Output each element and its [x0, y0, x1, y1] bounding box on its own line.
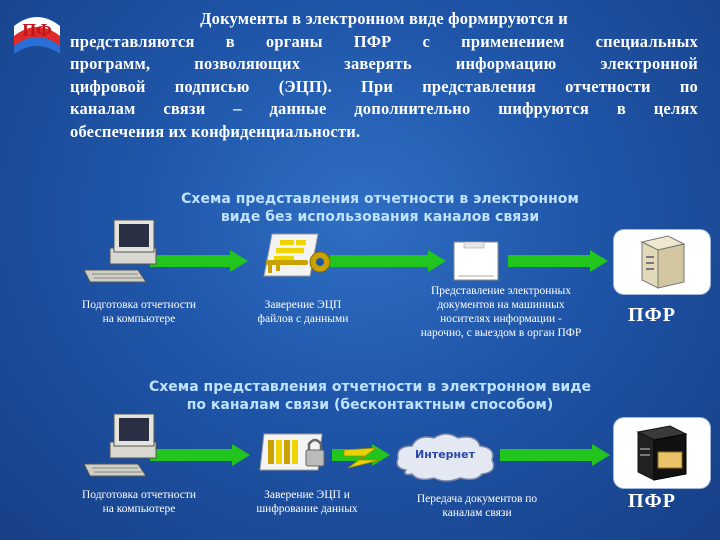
- scheme2-title-line: по каналам связи (бесконтактным способом…: [186, 397, 554, 413]
- intro-text: Документы в электронном виде формируются…: [70, 8, 698, 143]
- pfr-label: ПФР: [628, 304, 676, 326]
- intro-line: представляются в органы ПФР с применение…: [70, 31, 698, 51]
- caption-line: нарочно, с выездом в орган ПФР: [420, 327, 582, 339]
- caption-line: Заверение ЭЦП и: [264, 489, 350, 501]
- arrow-right-icon: [150, 250, 248, 272]
- arrow-right-icon: [330, 250, 446, 272]
- caption-line: носителях информации -: [440, 313, 562, 325]
- server-icon: [636, 425, 688, 481]
- caption-line: на компьютере: [102, 503, 176, 515]
- scheme2-title: Схема представления отчетности в электро…: [80, 378, 660, 414]
- scheme1-title: Схема представления отчетности в электро…: [100, 190, 660, 226]
- arrow-right-icon: [508, 250, 608, 272]
- intro-line: обеспечения их конфиденциальности.: [70, 121, 361, 141]
- intro-line: каналам связи – данные дополнительно шиф…: [70, 99, 698, 118]
- document-lock-icon: [259, 433, 325, 471]
- svg-text:ПФ: ПФ: [22, 20, 51, 40]
- caption-line: файлов с данными: [257, 313, 349, 325]
- caption-line: на компьютере: [102, 313, 176, 325]
- caption-line: каналам связи: [442, 507, 512, 519]
- pfr-server-box: [614, 230, 710, 294]
- lightning-icon: [343, 447, 381, 469]
- computer-icon: [83, 413, 157, 477]
- pfr-label: ПФР: [628, 490, 676, 512]
- scheme1-step1-caption: Подготовка отчетности на компьютере: [64, 298, 214, 326]
- internet-cloud-icon: [396, 433, 495, 482]
- scheme2-step2-caption: Заверение ЭЦП и шифрование данных: [232, 488, 382, 516]
- scheme1-title-line: Схема представления отчетности в электро…: [181, 191, 579, 207]
- pfr-server-box: [614, 418, 710, 488]
- floppy-disk-icon: [453, 241, 499, 281]
- document-key-icon: [263, 233, 331, 277]
- scheme1-title-line: виде без использования каналов связи: [220, 209, 540, 225]
- scheme1-step3-caption: Представление электронных документов на …: [396, 284, 606, 340]
- scheme2-title-line: Схема представления отчетности в электро…: [148, 379, 591, 395]
- caption-line: Передача документов по: [416, 493, 538, 505]
- caption-line: Представление электронных: [430, 285, 572, 297]
- caption-line: Подготовка отчетности: [81, 489, 197, 501]
- caption-line: Подготовка отчетности: [81, 299, 197, 311]
- scheme1-step2-caption: Заверение ЭЦП файлов с данными: [232, 298, 374, 326]
- intro-line: программ, позволяющих заверять информаци…: [70, 54, 698, 73]
- intro-line: цифровой подписью (ЭЦП). При представлен…: [70, 76, 698, 96]
- arrow-right-icon: [150, 444, 250, 466]
- internet-label: Интернет: [415, 448, 475, 461]
- intro-line: Документы в электронном виде формируются…: [200, 9, 568, 28]
- pfr-logo-icon: ПФ: [14, 17, 60, 54]
- caption-line: шифрование данных: [256, 503, 358, 515]
- arrow-right-icon: [500, 444, 610, 466]
- server-icon: [640, 235, 686, 289]
- computer-icon: [83, 219, 157, 283]
- caption-line: документов на машинных: [437, 299, 565, 311]
- caption-line: Заверение ЭЦП: [264, 299, 342, 311]
- scheme2-step3-caption: Передача документов по каналам связи: [392, 492, 562, 520]
- scheme2-step1-caption: Подготовка отчетности на компьютере: [64, 488, 214, 516]
